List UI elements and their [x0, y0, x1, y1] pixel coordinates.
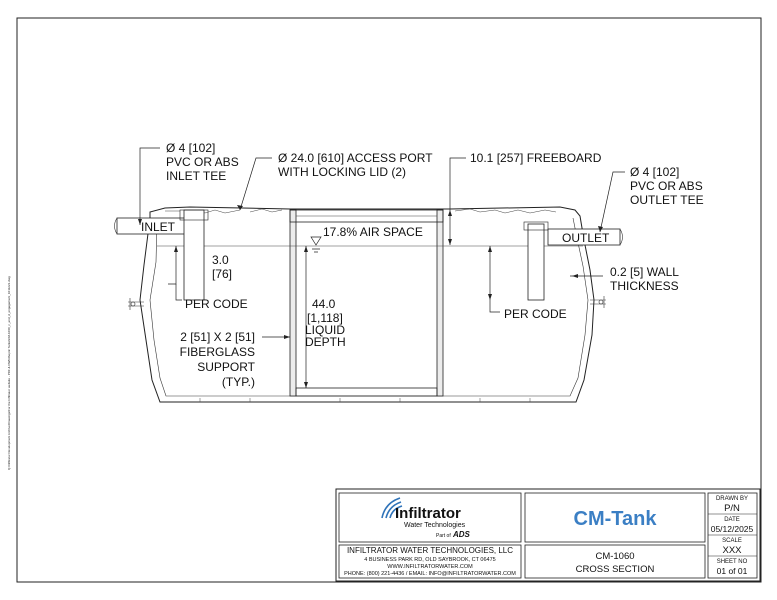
liquid-depth-label: 44.0 [1,118] LIQUID DEPTH: [305, 297, 346, 349]
drawing-number: CM-1060: [595, 551, 634, 562]
svg-text:(TYP.): (TYP.): [222, 375, 255, 389]
svg-text:THICKNESS: THICKNESS: [610, 279, 679, 293]
drawn-by-label: DRAWN BY: [716, 496, 748, 502]
logo-cell: [338, 492, 522, 543]
company-name: INFILTRATOR WATER TECHNOLOGIES, LLC: [347, 546, 513, 555]
inlet-pipe-break: [114, 217, 118, 235]
company-web: WWW.INFILTRATORWATER.COM: [387, 564, 473, 570]
svg-text:[1,118]: [1,118]: [307, 311, 343, 325]
svg-text:Ø 4 [102]: Ø 4 [102]: [630, 165, 679, 179]
lug-right: [590, 296, 606, 308]
sheet-value: 01 of 01: [717, 566, 748, 576]
svg-text:PVC OR ABS: PVC OR ABS: [630, 179, 703, 193]
access-lid: [289, 209, 444, 223]
outlet-label: OUTLET: [562, 231, 610, 245]
tank-inner-wall: [149, 217, 589, 397]
outlet-tee-label: Ø 4 [102] PVC OR ABS OUTLET TEE: [630, 165, 704, 207]
svg-text:Ø 4 [102]: Ø 4 [102]: [166, 141, 215, 155]
info-column: [707, 492, 758, 579]
date-value: 05/12/2025: [711, 524, 754, 534]
inlet-tee-cap: [179, 209, 209, 221]
per-code-right-label: PER CODE: [504, 307, 567, 321]
sheet-border: [16, 17, 762, 583]
tank-cross-section: [114, 206, 623, 403]
svg-text:44.0: 44.0: [312, 297, 336, 311]
wall-thickness-label: 0.2 [5] WALL THICKNESS: [610, 265, 679, 293]
svg-text:3.0: 3.0: [212, 253, 229, 267]
infiltrator-logo-icon: [381, 497, 403, 519]
lug-left: [128, 298, 144, 310]
tank-outline: [139, 206, 595, 403]
sheet-label: SHEET NO: [717, 559, 748, 565]
outlet-pipe-break: [619, 228, 623, 246]
svg-text:Ø 24.0 [610] ACCESS PORT: Ø 24.0 [610] ACCESS PORT: [278, 151, 433, 165]
company-cell: [338, 544, 522, 579]
svg-text:INLET TEE: INLET TEE: [166, 169, 226, 183]
product-cell: [524, 492, 706, 543]
svg-text:2 [51] X 2 [51]: 2 [51] X 2 [51]: [180, 330, 255, 344]
dimension-arrows: [138, 205, 603, 388]
tank-bottom-ribs: [199, 398, 531, 402]
svg-text:0.2 [5] WALL: 0.2 [5] WALL: [610, 265, 679, 279]
logo-ads: ADS: [452, 530, 471, 539]
per-code-left-label: PER CODE: [185, 297, 248, 311]
svg-text:LIQUID: LIQUID: [305, 323, 345, 337]
scale-value: XXX: [722, 545, 742, 556]
svg-text:DEPTH: DEPTH: [305, 335, 346, 349]
support-bottom: [295, 387, 438, 397]
logo-name: Infiltrator: [395, 505, 461, 522]
drawing-name-cell: [524, 544, 706, 579]
date-label: DATE: [724, 517, 740, 523]
scale-label: SCALE: [722, 538, 742, 544]
inlet-drop-label: 3.0 [76]: [212, 253, 232, 281]
svg-text:SUPPORT: SUPPORT: [197, 360, 255, 374]
product-title: CM-Tank: [574, 508, 658, 530]
freeboard-label: 10.1 [257] FREEBOARD: [470, 151, 602, 165]
svg-text:WITH LOCKING LID (2): WITH LOCKING LID (2): [278, 165, 406, 179]
title-block: Infiltrator Water Technologies Part of A…: [335, 488, 761, 582]
company-contact: PHONE: (800) 221-4436 / EMAIL: INFO@INFI…: [344, 571, 516, 577]
logo-partof: Part of: [436, 533, 451, 539]
access-port-label: Ø 24.0 [610] ACCESS PORT WITH LOCKING LI…: [278, 151, 433, 179]
svg-text:OUTLET TEE: OUTLET TEE: [630, 193, 704, 207]
outlet-tee-cap: [523, 221, 549, 231]
water-level-symbol: [310, 236, 322, 253]
logo-sub: Water Technologies: [404, 522, 466, 529]
svg-text:PVC OR ABS: PVC OR ABS: [166, 155, 239, 169]
inlet-tee-label: Ø 4 [102] PVC OR ABS INLET TEE: [166, 141, 239, 183]
company-address: 4 BUSINESS PARK RD, OLD SAYBROOK, CT 064…: [364, 557, 495, 563]
inlet-tee: [183, 209, 205, 301]
svg-text:FIBERGLASS: FIBERGLASS: [180, 345, 255, 359]
outlet-tee: [527, 223, 545, 301]
side-note: Q:\Infiltrator Development Archive\Drawi…: [7, 276, 11, 470]
access-port-right: [436, 209, 444, 397]
inlet-label: INLET: [141, 220, 176, 234]
drawing-title: CROSS SECTION: [576, 564, 655, 575]
svg-text:[76]: [76]: [212, 267, 232, 281]
air-space-label: 17.8% AIR SPACE: [323, 225, 423, 239]
outlet-pipe: [547, 228, 621, 246]
tank-top-ribs: [165, 208, 557, 214]
drawn-by-value: P/N: [724, 503, 740, 514]
access-port-left: [289, 209, 297, 397]
support-label: 2 [51] X 2 [51] FIBERGLASS SUPPORT (TYP.…: [180, 330, 256, 389]
